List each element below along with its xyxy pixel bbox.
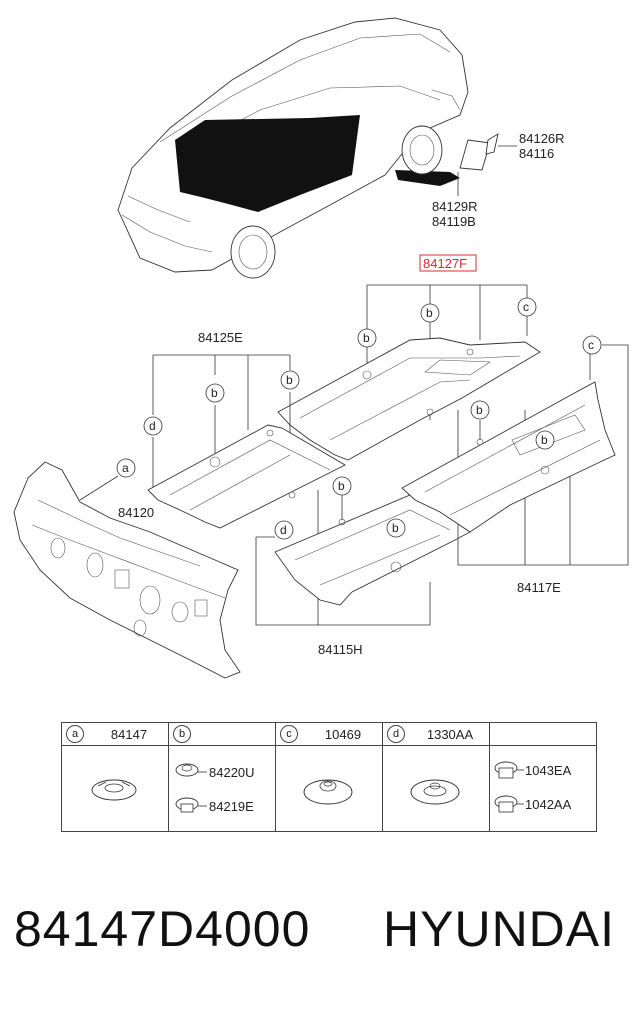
- dash-panel-84120: [13, 461, 241, 679]
- label-84127F[interactable]: 84127F: [423, 256, 467, 271]
- callout-b-left2: b: [280, 370, 300, 390]
- callout-d-lower: d: [274, 520, 294, 540]
- car-illustration: [117, 17, 499, 279]
- label-84126R: 84126R: [519, 131, 565, 146]
- clip-e-set: 1043EA 1042AA: [494, 761, 572, 813]
- circle-d-icon: d: [387, 725, 405, 743]
- svg-text:c: c: [523, 300, 529, 314]
- label-84117E: 84117E: [517, 580, 561, 595]
- legend-cell-e: 1043EA 1042AA: [489, 745, 597, 832]
- svg-text:b: b: [426, 306, 433, 320]
- svg-text:b: b: [392, 521, 399, 535]
- svg-text:d: d: [280, 523, 287, 537]
- legend-cell-d: [382, 745, 490, 832]
- svg-text:b: b: [338, 479, 345, 493]
- label-84125E: 84125E: [198, 330, 243, 345]
- svg-text:d: d: [149, 419, 156, 433]
- callout-b-lower: b: [332, 476, 352, 496]
- callout-d-left: d: [143, 416, 163, 436]
- label-84129R: 84129R: [432, 199, 478, 214]
- legend-header-e: [489, 722, 597, 746]
- label-84119B: 84119B: [432, 214, 476, 229]
- clip-c-icon: [303, 779, 353, 805]
- callout-b-left: b: [205, 383, 225, 403]
- callout-c-top: c: [517, 297, 537, 317]
- callout-b-right: b: [470, 400, 490, 420]
- svg-text:a: a: [122, 461, 129, 475]
- legend-header-b: b: [168, 722, 276, 746]
- footer: 84147D4000 HYUNDAI: [0, 900, 642, 980]
- parts-diagram: 84126R 84116 84129R 84119B 84127F 84125E…: [13, 17, 629, 679]
- fastener-legend-table: a 84147 b c 10469 d 1330AA: [61, 722, 597, 832]
- label-84116: 84116: [519, 146, 554, 161]
- legend-part-d: 1330AA: [426, 726, 474, 742]
- label-84120: 84120: [118, 505, 154, 520]
- circle-b-icon: b: [173, 725, 191, 743]
- legend-header-a: a 84147: [61, 722, 169, 746]
- callout-a: a: [116, 458, 136, 478]
- clip-84219E-icon: [175, 797, 207, 813]
- clip-1043EA-icon: [494, 761, 524, 779]
- legend-header-c: c 10469: [275, 722, 383, 746]
- svg-text:b: b: [541, 433, 548, 447]
- clip-1042AA-icon: [494, 795, 524, 813]
- circle-a-icon: a: [66, 725, 84, 743]
- side-sill-shape: [395, 170, 460, 186]
- circle-c-icon: c: [280, 725, 298, 743]
- brand-text: HYUNDAI: [383, 901, 616, 957]
- legend-part-c: 10469: [324, 726, 362, 742]
- callout-b-top-mid: b: [420, 303, 440, 323]
- part-number-text: 84147D4000: [14, 901, 311, 957]
- clip-84220U-icon: [175, 763, 207, 777]
- dash-insulation-shape: [175, 115, 360, 212]
- clip-b-set: 84220U 84219E: [175, 763, 255, 814]
- callout-b-lower2: b: [386, 518, 406, 538]
- legend-cell-a: [61, 745, 169, 832]
- floor-panel-84127F: [277, 337, 541, 461]
- legend-cell-b: 84220U 84219E: [168, 745, 276, 832]
- svg-text:b: b: [286, 373, 293, 387]
- legend-cell-c: [275, 745, 383, 832]
- part-1043EA: 1043EA: [525, 763, 572, 778]
- floor-panel-84117E: [401, 381, 616, 533]
- highlight-box: [419, 254, 477, 272]
- clip-d-icon: [410, 779, 460, 805]
- floor-panel-84125E: [147, 424, 346, 529]
- part-1042AA: 1042AA: [525, 797, 572, 812]
- callout-c-right: c: [582, 335, 602, 355]
- svg-text:c: c: [588, 338, 594, 352]
- callout-b-top-left: b: [357, 328, 377, 348]
- legend-part-a: 84147: [110, 726, 148, 742]
- svg-text:b: b: [363, 331, 370, 345]
- part-84219E: 84219E: [209, 799, 254, 814]
- clip-a-icon: [91, 779, 137, 801]
- svg-text:b: b: [211, 386, 218, 400]
- part-84220U: 84220U: [209, 765, 255, 780]
- callout-b-right2: b: [535, 430, 555, 450]
- label-84115H: 84115H: [318, 642, 363, 657]
- legend-header-d: d 1330AA: [382, 722, 490, 746]
- svg-text:b: b: [476, 403, 483, 417]
